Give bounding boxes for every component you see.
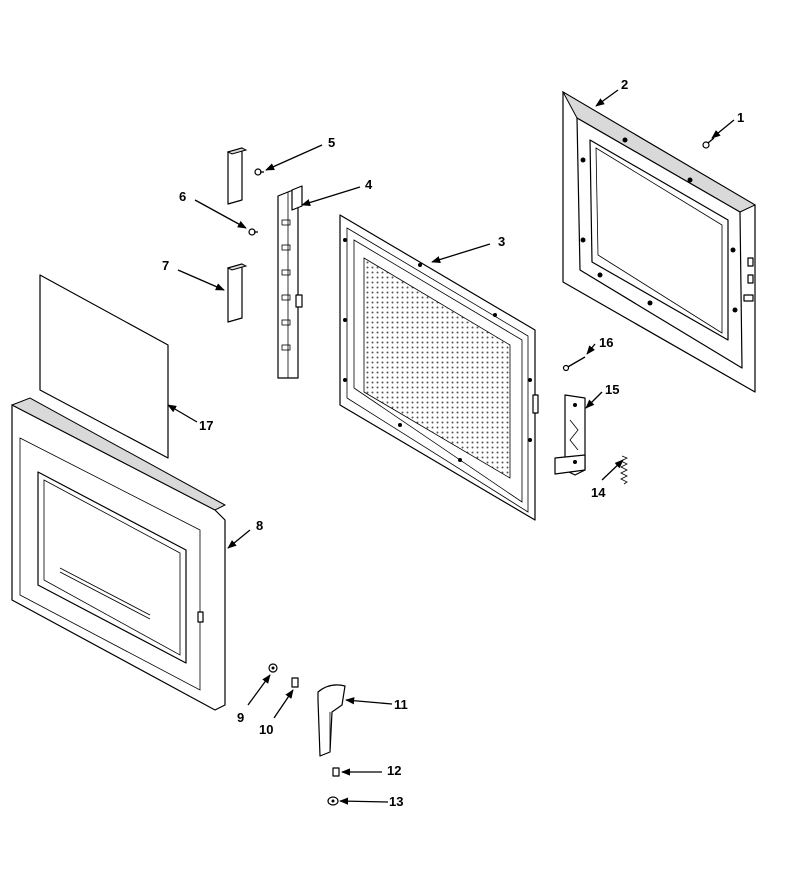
callout-13: 13	[389, 794, 403, 809]
part-screw-1	[702, 137, 715, 149]
part-glass-panel	[39, 274, 169, 459]
part-screw-6	[248, 228, 258, 236]
part-door-frame	[561, 90, 757, 393]
part-handle	[317, 684, 346, 757]
callout-5: 5	[328, 135, 335, 150]
callout-7: 7	[162, 258, 169, 273]
callout-6: 6	[179, 189, 186, 204]
callout-leaders	[167, 89, 735, 805]
part-screw-5	[254, 168, 264, 176]
part-mesh-panel	[339, 214, 539, 521]
callout-8: 8	[256, 518, 263, 533]
part-fastener-13	[327, 796, 339, 806]
part-pin	[562, 356, 586, 372]
callout-14: 14	[591, 485, 606, 500]
callout-9: 9	[237, 710, 244, 725]
callout-1: 1	[737, 110, 744, 125]
part-hinge-strip	[277, 185, 303, 379]
part-fastener-10	[291, 677, 299, 688]
callout-4: 4	[365, 177, 373, 192]
part-fastener-9	[268, 663, 278, 673]
callout-10: 10	[259, 722, 273, 737]
callout-15: 15	[605, 382, 619, 397]
part-latch	[554, 394, 586, 476]
callout-3: 3	[498, 234, 505, 249]
callout-17: 17	[199, 418, 213, 433]
part-fastener-12	[332, 767, 340, 777]
part-spacer-7	[226, 263, 248, 323]
part-front-door	[10, 397, 227, 711]
callout-2: 2	[621, 77, 628, 92]
callout-16: 16	[599, 335, 613, 350]
part-spacer-upper	[226, 147, 248, 205]
callout-11: 11	[394, 697, 408, 712]
callout-12: 12	[387, 763, 401, 778]
